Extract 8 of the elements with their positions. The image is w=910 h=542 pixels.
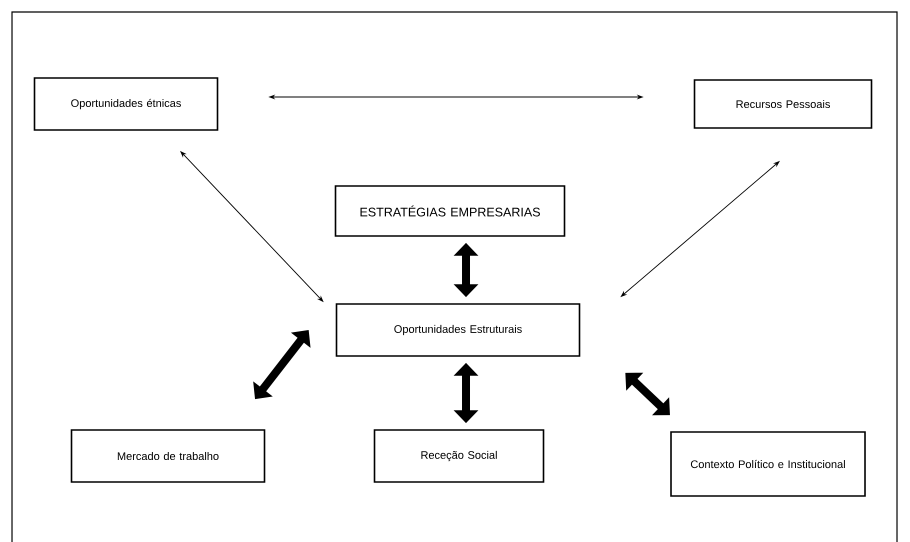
text-box: Mercado de trabalho <box>70 429 266 483</box>
text-box: ESTRATÉGIAS EMPRESARIAS <box>334 185 566 237</box>
text-box: Oportunidades étnicas <box>34 77 218 131</box>
text-box: Receção Social <box>374 429 544 483</box>
arrow <box>625 372 670 416</box>
text-box: Recursos Pessoais <box>694 79 872 129</box>
text-box: Oportunidades Estruturais <box>336 303 580 357</box>
text-box: Contexto Político e Institucional <box>670 431 866 497</box>
